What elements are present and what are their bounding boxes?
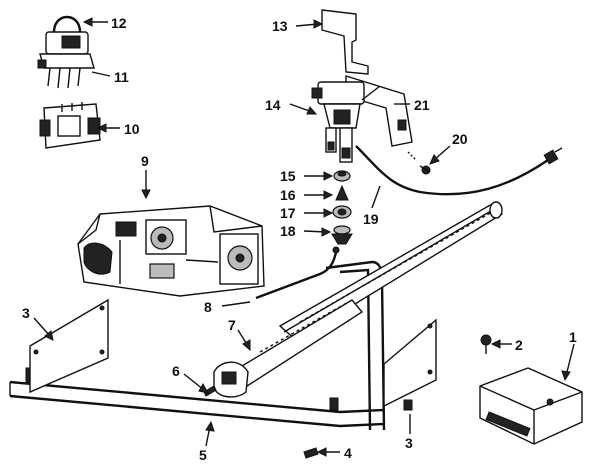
part-16-ferrule bbox=[335, 184, 349, 201]
part-8-pilot-tube bbox=[255, 246, 340, 300]
callout-11: 11 bbox=[114, 69, 129, 85]
callout-14: 14 bbox=[265, 97, 281, 113]
callout-16: 16 bbox=[280, 187, 296, 203]
part-18-orifice bbox=[331, 225, 353, 245]
part-14-pilot-assembly bbox=[311, 81, 381, 163]
callout-1: 1 bbox=[569, 329, 577, 345]
part-2-screw bbox=[480, 334, 492, 354]
callout-12: 12 bbox=[111, 15, 127, 31]
part-12-connector-clip bbox=[45, 15, 89, 55]
part-20-screw bbox=[407, 151, 431, 175]
callout-6: 6 bbox=[172, 363, 180, 379]
callout-2: 2 bbox=[515, 337, 523, 353]
part-19-thermocouple-lead bbox=[355, 145, 563, 196]
part-3-left-shield bbox=[29, 298, 109, 394]
callout-15: 15 bbox=[280, 168, 296, 184]
part-9-gas-valve bbox=[77, 205, 265, 297]
part-13-bracket bbox=[321, 9, 369, 75]
callout-20: 20 bbox=[452, 131, 468, 147]
callout-8: 8 bbox=[204, 299, 212, 315]
callout-4: 4 bbox=[344, 445, 352, 461]
callout-3-right: 3 bbox=[405, 435, 413, 451]
part-15-nut bbox=[333, 170, 351, 182]
part-11-terminal-block bbox=[37, 53, 95, 89]
part-1-ignition-module bbox=[479, 367, 583, 445]
part-7-main-burner bbox=[213, 299, 364, 398]
callout-10: 10 bbox=[124, 121, 140, 137]
part-3-right-shield bbox=[383, 318, 437, 411]
callout-5: 5 bbox=[199, 447, 207, 463]
callout-7: 7 bbox=[228, 317, 236, 333]
callout-13: 13 bbox=[272, 18, 288, 34]
callout-9: 9 bbox=[141, 153, 149, 169]
burner-tube bbox=[278, 201, 504, 341]
callout-labels: 12 11 10 9 13 14 21 20 15 16 17 18 19 8 … bbox=[22, 15, 577, 463]
part-6-screw bbox=[203, 385, 217, 397]
part-17-washer bbox=[332, 205, 352, 219]
callout-3-left: 3 bbox=[22, 305, 30, 321]
callout-21: 21 bbox=[414, 97, 430, 113]
callout-17: 17 bbox=[280, 205, 296, 221]
part-10-receptacle bbox=[39, 102, 101, 149]
leader-lines bbox=[33, 17, 575, 457]
part-4-screw bbox=[303, 447, 319, 459]
callout-18: 18 bbox=[280, 223, 296, 239]
callout-19: 19 bbox=[363, 211, 379, 227]
